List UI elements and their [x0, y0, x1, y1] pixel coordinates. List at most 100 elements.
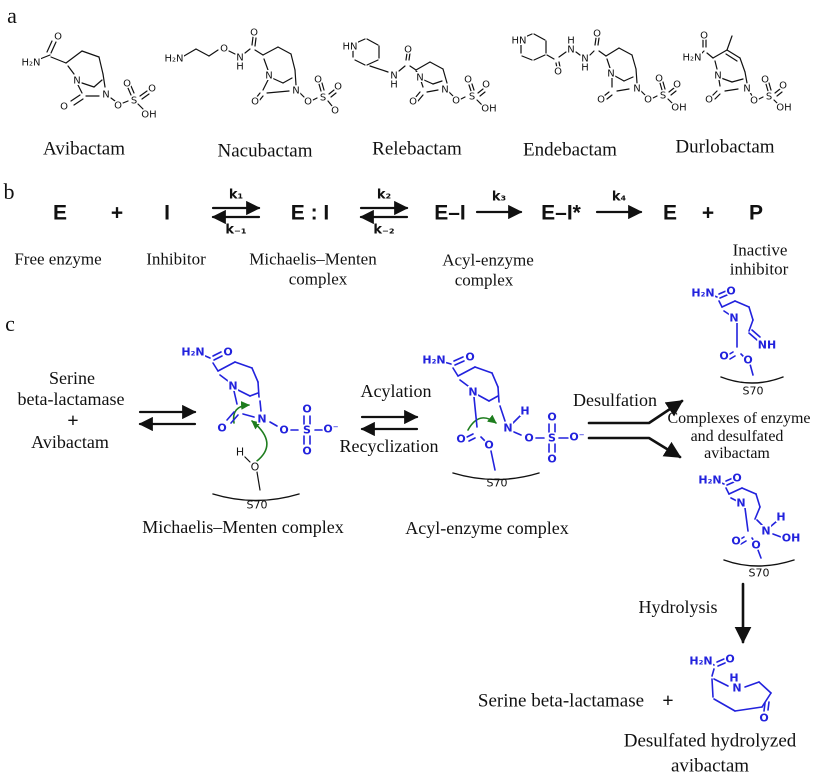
panel-label-b: b [3, 179, 15, 204]
atom-label: O [484, 439, 493, 452]
atom-label: H₂N [21, 58, 40, 69]
branch-note-line3: avibactam [704, 445, 770, 462]
atom-label: O [148, 84, 156, 95]
atom-label: OH [671, 103, 686, 114]
atom-label: H [581, 63, 589, 74]
atom-label: O [779, 81, 787, 92]
atom-label: S [131, 96, 137, 107]
atom-label: O [251, 461, 260, 474]
atom-label: O [304, 97, 312, 108]
atom-label: H₂N [682, 53, 701, 64]
plus-sign: + [662, 690, 674, 712]
atom-label: N [732, 682, 741, 695]
atom-label: O [547, 411, 556, 424]
caption-inactive-line2: inhibitor [729, 259, 789, 279]
atom-label: O [223, 346, 232, 359]
label-mm-complex: Michaelis–Menten complex [142, 517, 344, 537]
atom-label: O [731, 535, 740, 548]
atom-label: O [465, 351, 474, 364]
s70-label: S70 [742, 384, 764, 398]
atom-label: OH [481, 104, 496, 115]
atom-label: N [633, 84, 640, 95]
atom-label: O [593, 29, 601, 40]
atom-label: N [607, 69, 614, 80]
plus-sign: + [67, 410, 79, 432]
atom-label: N [292, 86, 299, 97]
atom-label: O [334, 82, 342, 93]
molecule-name-nacubactam: Nacubactam [217, 140, 313, 162]
atom-label: N [73, 76, 80, 87]
species-product: P [748, 201, 764, 225]
atom-label: S [303, 424, 311, 437]
reactant-beta-lactamase: beta-lactamase [17, 389, 125, 409]
atom-label: O [331, 106, 339, 117]
atom-label: O [751, 539, 760, 552]
atom-label: O [725, 653, 734, 666]
rate-k-2: k₋₂ [373, 222, 395, 238]
atom-label: N [567, 45, 574, 56]
species-free-enzyme: E [52, 201, 68, 225]
atom-label: H₂N [164, 54, 183, 65]
atom-label: O⁻ [323, 423, 338, 436]
atom-label: O [750, 96, 758, 107]
atom-label: H₂N [422, 354, 445, 367]
molecule-name-endebactam: Endebactam [523, 139, 617, 161]
species-mm-complex: E : I [290, 201, 330, 225]
atom-label: H₂N [689, 655, 712, 668]
caption-inactive-line1: Inactive [732, 240, 788, 260]
atom-label: O [524, 432, 533, 445]
atom-label: O [761, 75, 769, 86]
atom-label: N [503, 422, 512, 435]
panel-label-a: a [7, 3, 17, 28]
atom-label: O [54, 32, 62, 43]
enzyme-pocket-arc [723, 559, 795, 567]
atom-label: O [743, 354, 752, 367]
rate-k2: k₂ [376, 187, 392, 203]
atom-label: S [469, 92, 475, 103]
atom-label: N [714, 71, 721, 82]
atom-label: H₂N [691, 287, 714, 300]
atom-label: N [390, 71, 397, 82]
atom-label: O [452, 96, 460, 107]
reactant-avibactam: Avibactam [31, 432, 109, 452]
atom-label: H [567, 36, 575, 47]
atom-label: N [257, 413, 266, 426]
s70-label: S70 [246, 498, 268, 512]
atom-label: O [302, 403, 311, 416]
product-label-line1: Desulfated hydrolyzed [623, 730, 797, 752]
atom-label: H [390, 80, 398, 91]
atom-label: O [700, 31, 708, 42]
atom-label: N [228, 380, 237, 393]
atom-label: S [660, 91, 666, 102]
mechanism-arrow [232, 401, 250, 424]
species-acyl-modified: E–I* [541, 201, 581, 225]
rate-k1: k₁ [228, 187, 244, 203]
atom-label: O [705, 95, 713, 106]
atom-label: O [220, 44, 228, 55]
s70-label: S70 [748, 566, 770, 580]
atom-label: O [60, 102, 68, 113]
atom-label: O [279, 424, 288, 437]
atom-label: N [761, 525, 770, 538]
atom-label: OH [141, 110, 156, 121]
caption-inhibitor: Inhibitor [146, 249, 206, 269]
atom-label: HN [343, 42, 358, 53]
atom-label: O [719, 350, 728, 363]
caption-mm-line2: complex [288, 269, 348, 289]
rate-k4: k₄ [611, 189, 627, 205]
molecule-name-avibactam: Avibactam [43, 138, 125, 160]
atom-label: O [482, 80, 490, 91]
enzyme-pocket-arc [452, 472, 540, 481]
atom-label: N [743, 84, 750, 95]
branch-note-line1: Complexes of enzyme [667, 410, 811, 427]
molecule-serine-oh: HO [234, 444, 261, 491]
caption-acyl-line2: complex [454, 270, 514, 290]
plus-sign: + [110, 201, 124, 225]
